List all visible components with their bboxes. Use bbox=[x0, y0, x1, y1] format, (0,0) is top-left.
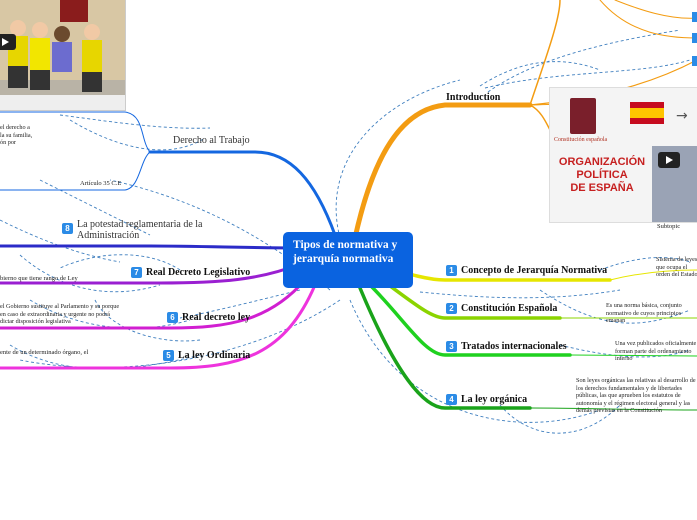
number-badge: 8 bbox=[62, 223, 73, 234]
spain-flag-icon bbox=[630, 102, 664, 124]
number-badge: 5 bbox=[163, 350, 174, 362]
topic-tratados[interactable]: 3 Tratados internacionales bbox=[446, 341, 567, 353]
topic-ley-organica[interactable]: 4 La ley orgánica bbox=[446, 394, 528, 406]
image-title-line: ORGANIZACIÓN bbox=[558, 156, 646, 168]
video-play-icon[interactable] bbox=[658, 152, 680, 168]
topic-ley-ordinaria[interactable]: 5 La ley Ordinaria bbox=[163, 350, 251, 362]
topic-label: La ley Ordinaria bbox=[178, 350, 251, 361]
topic-label: Tratados internacionales bbox=[461, 341, 567, 352]
number-badge: 6 bbox=[167, 312, 178, 324]
topic-real-decreto-legislativo[interactable]: 7 Real Decreto Legislativo bbox=[131, 267, 251, 279]
central-topic[interactable]: Tipos de normativa y jerarquía normativa bbox=[283, 232, 413, 288]
topic-label: La potestad reglamentaria de la Administ… bbox=[77, 219, 203, 241]
subtopic-label[interactable]: Subtopic bbox=[657, 223, 681, 230]
topic-label: Real decreto ley bbox=[182, 312, 251, 323]
topic-derecho-trabajo[interactable]: Derecho al Trabajo bbox=[173, 135, 250, 146]
partial-badge bbox=[692, 12, 697, 22]
topic-potestad-reglamentaria[interactable]: 8 La potestad reglamentaria de la Adminis… bbox=[62, 219, 212, 241]
topic-concepto-jerarquia[interactable]: 1 Concepto de Jerarquía Normativa bbox=[446, 265, 608, 277]
number-badge: 7 bbox=[131, 267, 142, 279]
topic-introduction[interactable]: Introduction bbox=[446, 92, 501, 103]
note-concepto: Sistema de leyes que ocupa el orden del … bbox=[656, 256, 697, 279]
arrow-right-icon: → bbox=[676, 108, 688, 124]
topic-label: Constitución Española bbox=[461, 303, 558, 314]
note-ley-organica: Son leyes orgánicas las relativas al des… bbox=[576, 377, 696, 415]
topic-label: Concepto de Jerarquía Normativa bbox=[461, 265, 608, 276]
topic-label: Real Decreto Legislativo bbox=[146, 267, 251, 278]
number-badge: 3 bbox=[446, 341, 457, 353]
note-tratados: Una vez publicados oficialmente forman p… bbox=[615, 340, 697, 363]
note-articulo: Artículo 35 C.E bbox=[80, 180, 122, 187]
image-title-line: DE ESPAÑA bbox=[570, 182, 634, 194]
partial-badge bbox=[692, 56, 697, 66]
topic-label: La ley orgánica bbox=[461, 394, 528, 405]
image-caption: Constitución española bbox=[554, 137, 608, 143]
constitution-book-icon bbox=[570, 98, 596, 134]
note-ley-ordinaria: ente de un determinado órgano, el bbox=[0, 349, 89, 356]
number-badge: 4 bbox=[446, 394, 457, 406]
organizacion-politica-image[interactable]: → Constitución española ORGANIZACIÓN POL… bbox=[549, 87, 697, 223]
note-decreto-legislativo: bierno que tiene rango de Ley bbox=[0, 275, 78, 282]
note-constitucion: Es una norma básica, conjunto normativo … bbox=[606, 302, 682, 325]
partial-badge bbox=[692, 33, 697, 43]
topic-constitucion[interactable]: 2 Constitución Española bbox=[446, 303, 558, 315]
cartoon-illustration bbox=[0, 0, 125, 110]
image-title-line: POLÍTICA bbox=[576, 169, 628, 181]
image-title: ORGANIZACIÓN POLÍTICA DE ESPAÑA bbox=[554, 156, 650, 195]
photo-thumbnail bbox=[652, 146, 697, 222]
cartoon-workers-image[interactable] bbox=[0, 0, 126, 111]
note-derecho: el derecho a la su familia, ón por bbox=[0, 124, 33, 147]
number-badge: 2 bbox=[446, 303, 457, 315]
video-play-icon[interactable] bbox=[0, 34, 16, 50]
note-decreto-ley: el Gobierno sustituye al Parlamento y su… bbox=[0, 303, 120, 326]
right-branches bbox=[352, 0, 697, 411]
number-badge: 1 bbox=[446, 265, 457, 277]
topic-real-decreto-ley[interactable]: 6 Real decreto ley bbox=[167, 312, 251, 324]
right-partial-nodes bbox=[692, 12, 697, 66]
